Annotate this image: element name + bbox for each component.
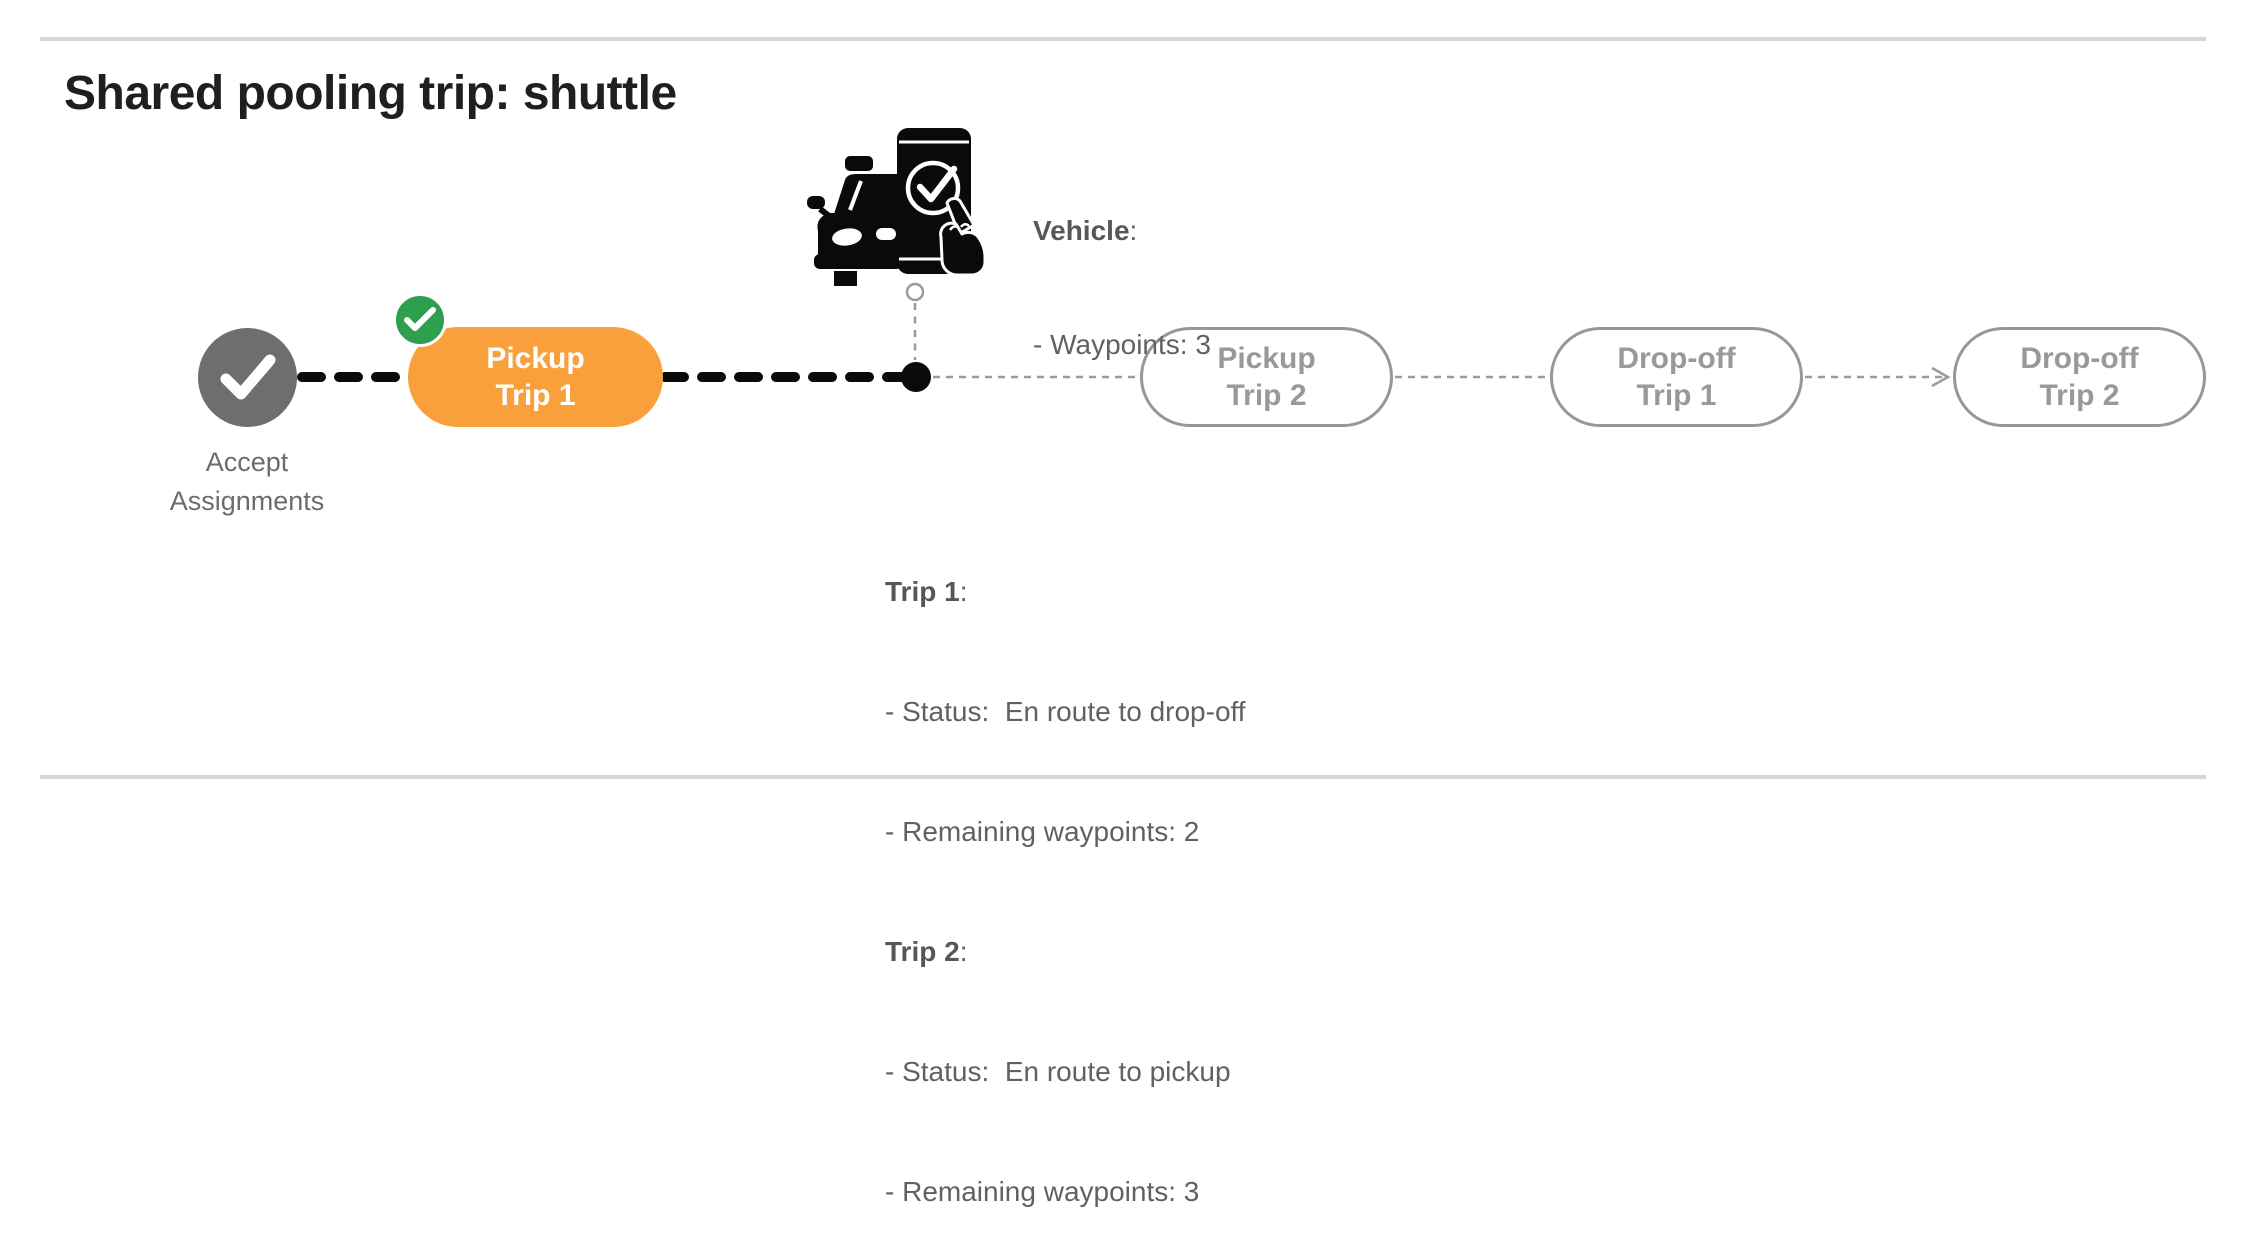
stop-pill-drop-off-trip-2: Drop-off Trip 2 (1953, 327, 2206, 427)
vehicle-anchor-circle (905, 282, 925, 302)
stop-pill-label: Drop-off Trip 1 (1617, 342, 1736, 412)
trip-2-waypoints-line: - Remaining waypoints: 3 (885, 1176, 1200, 1207)
check-icon (404, 307, 436, 331)
trip-1-status-line: - Status: En route to drop-off (885, 696, 1246, 727)
tap-hand-icon (939, 197, 987, 277)
stop-pill-label: Pickup Trip 2 (1217, 342, 1316, 412)
trip-2-header-colon: : (959, 936, 968, 967)
stop-pill-pickup-trip-1: Pickup Trip 1 (408, 327, 663, 427)
trip-2-header-row: Trip 2: (885, 932, 1246, 972)
completed-badge (393, 293, 447, 347)
check-icon (220, 354, 275, 399)
connector-layer (297, 128, 1951, 392)
vehicle-header-colon: : (1129, 215, 1138, 246)
trip-1-waypoints-line: - Remaining waypoints: 2 (885, 816, 1200, 847)
trip-1-header-row: Trip 1: (885, 572, 1246, 612)
trip-2-header: Trip 2 (885, 936, 960, 967)
car-phone-check-icon (807, 128, 987, 286)
vehicle-annotation-line: - Waypoints: 3 (1033, 329, 1211, 360)
trip-2-status-line: - Status: En route to pickup (885, 1056, 1231, 1087)
vehicle-annotation: Vehicle: - Waypoints: 3 (1033, 136, 1211, 402)
stop-pill-pickup-trip-2: Pickup Trip 2 (1140, 327, 1393, 427)
trip-1-header: Trip 1 (885, 576, 960, 607)
arrowhead-icon (1931, 366, 1951, 388)
page-title: Shared pooling trip: shuttle (64, 67, 677, 120)
top-divider (40, 37, 2206, 41)
trip-1-header-colon: : (959, 576, 968, 607)
stop-pill-drop-off-trip-1: Drop-off Trip 1 (1550, 327, 1803, 427)
trip-status-annotation: Trip 1: - Status: En route to drop-off -… (885, 492, 1246, 1252)
current-position-dot (901, 362, 931, 392)
bottom-divider (40, 775, 2206, 779)
stop-pill-label: Drop-off Trip 2 (2020, 342, 2139, 412)
stop-pill-label: Pickup Trip 1 (486, 342, 585, 412)
node-accept-assignments (198, 328, 297, 427)
node-label-accept-assignments: Accept Assignments (169, 447, 325, 516)
vehicle-header: Vehicle (1033, 215, 1130, 246)
vehicle-annotation-header: Vehicle: (1033, 212, 1211, 250)
